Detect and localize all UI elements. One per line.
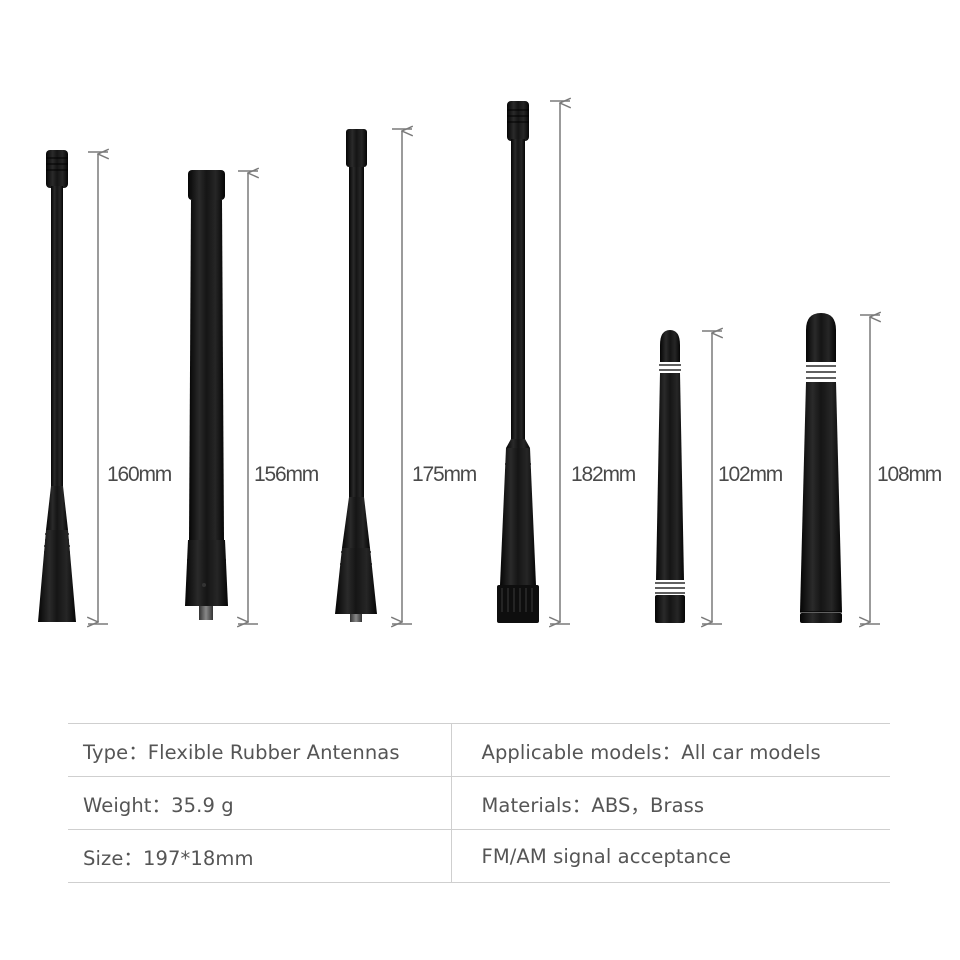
spec-size-text: Size：197*18mm xyxy=(83,846,254,870)
antenna-5 xyxy=(655,330,685,623)
spec-signal: FM/AM signal acceptance xyxy=(451,829,890,883)
spec-type: Type：Flexible Rubber Antennas xyxy=(68,723,452,777)
spec-weight-text: Weight：35.9 g xyxy=(83,793,234,817)
specifications-table: Type：Flexible Rubber Antennas Applicable… xyxy=(68,723,890,883)
length-label-2: 156mm xyxy=(254,463,319,487)
antenna-4 xyxy=(497,101,539,623)
dimension-line-1 xyxy=(88,152,108,624)
antenna-2 xyxy=(185,170,228,620)
length-label-1: 160mm xyxy=(107,463,172,487)
spec-weight: Weight：35.9 g xyxy=(68,776,452,830)
dimension-line-6 xyxy=(860,315,880,624)
spec-type-text: Type：Flexible Rubber Antennas xyxy=(83,740,400,764)
dimension-line-5 xyxy=(702,331,722,624)
table-row: Size：197*18mm FM/AM signal acceptance xyxy=(68,829,890,883)
antenna-6 xyxy=(800,313,842,623)
length-label-4: 182mm xyxy=(571,463,636,487)
spec-signal-text: FM/AM signal acceptance xyxy=(481,845,732,868)
length-label-6: 108mm xyxy=(877,463,942,487)
spec-materials-text: Materials：ABS，Brass xyxy=(481,793,705,817)
antenna-3 xyxy=(335,129,377,622)
table-row: Type：Flexible Rubber Antennas Applicable… xyxy=(68,723,890,777)
dimension-line-3 xyxy=(392,129,412,624)
spec-applicable-models: Applicable models：All car models xyxy=(451,723,890,777)
spec-applicable-models-text: Applicable models：All car models xyxy=(481,740,821,764)
length-label-3: 175mm xyxy=(412,463,477,487)
antenna-1 xyxy=(38,150,76,622)
dimension-line-2 xyxy=(238,171,258,624)
spec-size: Size：197*18mm xyxy=(68,829,452,883)
length-label-5: 102mm xyxy=(718,463,783,487)
spec-materials: Materials：ABS，Brass xyxy=(451,776,890,830)
dimension-line-4 xyxy=(550,101,570,624)
table-row: Weight：35.9 g Materials：ABS，Brass xyxy=(68,776,890,830)
antenna-illustrations xyxy=(38,0,960,700)
antenna-lineup: 160mm 156mm 175mm 182mm 102mm 108mm xyxy=(38,0,960,700)
